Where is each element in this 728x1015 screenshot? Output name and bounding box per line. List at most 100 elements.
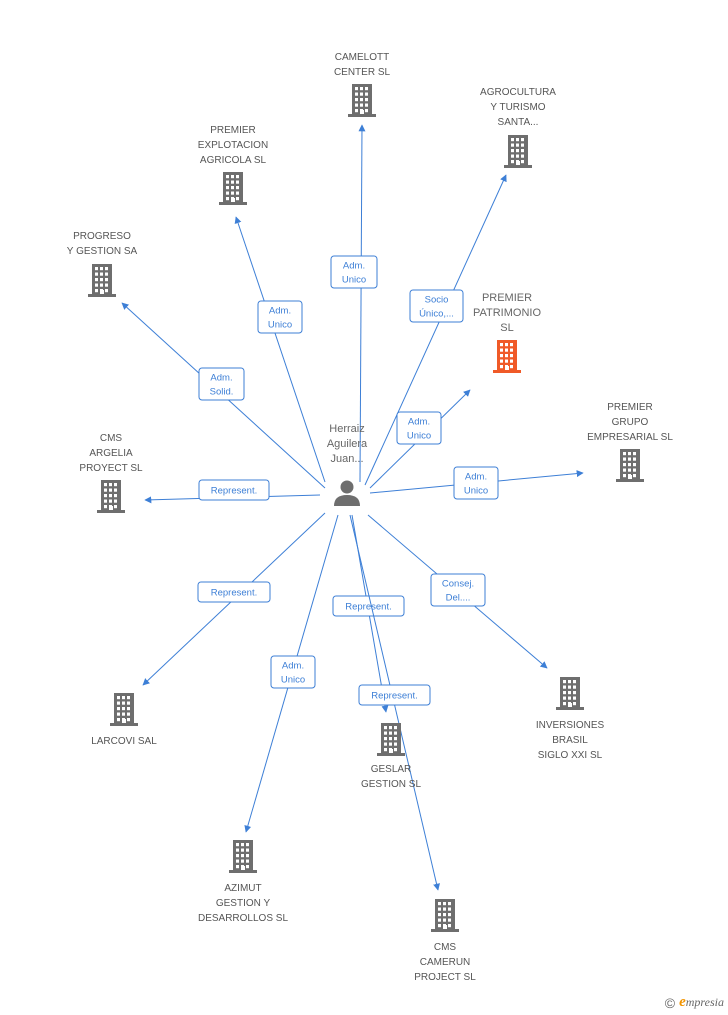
copyright-icon: ©	[664, 994, 676, 1011]
edge-line	[358, 124, 366, 483]
building-icon	[97, 480, 125, 513]
company-node-camelott[interactable]: CAMELOTT CENTER SL	[334, 52, 391, 117]
company-node-premier-grupo-label-line: PREMIER	[607, 402, 653, 413]
edge-progreso[interactable]: Adm. Solid.	[121, 302, 326, 489]
center-node-label-line: Juan...	[330, 453, 363, 465]
edge-label-text: Adm.	[465, 472, 487, 483]
edge-label-text: Unico	[407, 431, 431, 442]
edge-premier-patr[interactable]: Adm. Unico	[369, 389, 471, 489]
company-node-camelott-label-line: CAMELOTT	[335, 52, 389, 63]
edge-label-box	[198, 479, 270, 501]
edge-premier-expl[interactable]: Adm. Unico	[234, 216, 326, 483]
brand-logo[interactable]: empresia	[679, 994, 724, 1010]
edge-label-text: Solid.	[210, 387, 234, 398]
center-node-label-line: Herraiz	[329, 423, 364, 435]
company-node-premier-expl-label-line: EXPLOTACION	[198, 140, 268, 151]
company-node-inversiones[interactable]: INVERSIONES BRASIL SIGLO XXI SL	[536, 677, 605, 761]
edge-line	[234, 216, 326, 483]
building-icon	[493, 340, 521, 373]
edge-label-box	[409, 289, 464, 323]
edge-label-text: Adm.	[408, 417, 430, 428]
company-node-progreso-label-line: PROGRESO	[73, 231, 131, 242]
edge-label-text: Adm.	[343, 261, 365, 272]
company-node-cms-argelia-label-line: PROYECT SL	[79, 463, 143, 474]
edge-geslar[interactable]: Represent.	[332, 514, 405, 713]
edge-label-text: Unico	[342, 275, 366, 286]
edge-premier-grupo[interactable]: Adm. Unico	[369, 466, 584, 500]
edge-label-box	[198, 367, 245, 401]
footer-brand: © empresia	[665, 994, 724, 1011]
edge-label-box	[396, 411, 442, 445]
company-node-larcovi-label-line: LARCOVI SAL	[91, 736, 157, 747]
center-node-label-line: Aguilera	[327, 438, 368, 450]
company-node-premier-expl-label-line: AGRICOLA SL	[200, 155, 267, 166]
edge-label-text: Unico	[464, 486, 488, 497]
edge-label-text: Unico	[268, 320, 292, 331]
company-node-agrocultura-label-line: AGROCULTURA	[480, 87, 556, 98]
company-node-agrocultura-label-line: SANTA...	[498, 117, 539, 128]
company-node-geslar[interactable]: GESLAR GESTION SL	[361, 723, 421, 790]
company-node-inversiones-label-line: BRASIL	[552, 735, 588, 746]
edge-label-text: Adm.	[210, 373, 232, 384]
edge-label-text: Socio	[425, 295, 449, 306]
edge-line	[364, 174, 507, 486]
company-node-inversiones-label-line: INVERSIONES	[536, 720, 605, 731]
company-node-premier-patr-label-line: PREMIER	[482, 292, 532, 304]
edge-label-text: Represent.	[211, 486, 257, 497]
company-node-geslar-label-line: GESLAR	[371, 764, 412, 775]
edge-inversiones[interactable]: Consej. Del....	[367, 514, 548, 669]
building-icon	[229, 840, 257, 873]
building-icon	[219, 172, 247, 205]
edge-label-text: Represent.	[371, 691, 417, 702]
company-node-cms-camerun[interactable]: CMS CAMERUN PROJECT SL	[414, 899, 476, 983]
company-node-azimut-label-line: GESTION Y	[216, 898, 271, 909]
edge-label-text: Represent.	[345, 602, 391, 613]
edge-cms-camerun[interactable]: Represent.	[349, 514, 440, 891]
edge-label-text: Consej.	[442, 579, 474, 590]
company-node-inversiones-label-line: SIGLO XXI SL	[538, 750, 603, 761]
edge-camelott[interactable]: Adm. Unico	[330, 124, 378, 483]
company-node-cms-camerun-label-line: CMS	[434, 942, 457, 953]
building-icon	[88, 264, 116, 297]
building-icon	[348, 84, 376, 117]
edge-agrocultura[interactable]: SocioÚnico,...	[364, 174, 507, 486]
company-node-premier-patr-label-line: SL	[500, 322, 513, 334]
edge-cms-argelia[interactable]: Represent.	[144, 479, 321, 504]
company-node-cms-camerun-label-line: CAMERUN	[420, 957, 471, 968]
company-node-progreso[interactable]: PROGRESO Y GESTION SA	[67, 231, 138, 297]
edge-label-box	[257, 300, 303, 334]
company-node-geslar-label-line: GESTION SL	[361, 779, 421, 790]
company-node-camelott-label-line: CENTER SL	[334, 67, 391, 78]
building-icon	[616, 449, 644, 482]
edge-label-box	[358, 684, 431, 706]
edge-label-text: Adm.	[269, 306, 291, 317]
edge-label-text: Adm.	[282, 661, 304, 672]
edge-label-text: Unico	[281, 675, 305, 686]
edge-azimut[interactable]: Adm. Unico	[244, 514, 339, 833]
company-node-cms-argelia[interactable]: CMS ARGELIA PROYECT SL	[79, 433, 143, 513]
building-icon	[110, 693, 138, 726]
company-node-premier-patr-label-line: PATRIMONIO	[473, 307, 541, 319]
building-icon	[504, 135, 532, 168]
edge-label-box	[270, 655, 316, 689]
edge-label-text: Represent.	[211, 588, 257, 599]
edge-label-box	[197, 581, 271, 603]
edge-label-box	[330, 255, 378, 289]
edge-larcovi[interactable]: Represent.	[142, 512, 326, 686]
edges-layer: Adm.UnicoSocioÚnico,...Adm.UnicoAdm.Soli…	[121, 124, 584, 891]
center-node[interactable]: HerraizAguileraJuan...	[327, 423, 368, 506]
person-icon	[334, 480, 360, 506]
company-node-larcovi[interactable]: LARCOVI SAL	[91, 693, 157, 747]
company-node-premier-patr[interactable]: PREMIER PATRIMONIO SL	[473, 292, 541, 373]
company-node-progreso-label-line: Y GESTION SA	[67, 246, 138, 257]
company-node-cms-camerun-label-line: PROJECT SL	[414, 972, 476, 983]
company-node-cms-argelia-label-line: CMS	[100, 433, 123, 444]
building-icon	[377, 723, 405, 756]
company-node-cms-argelia-label-line: ARGELIA	[89, 448, 133, 459]
edge-label-text: Del....	[446, 593, 471, 604]
